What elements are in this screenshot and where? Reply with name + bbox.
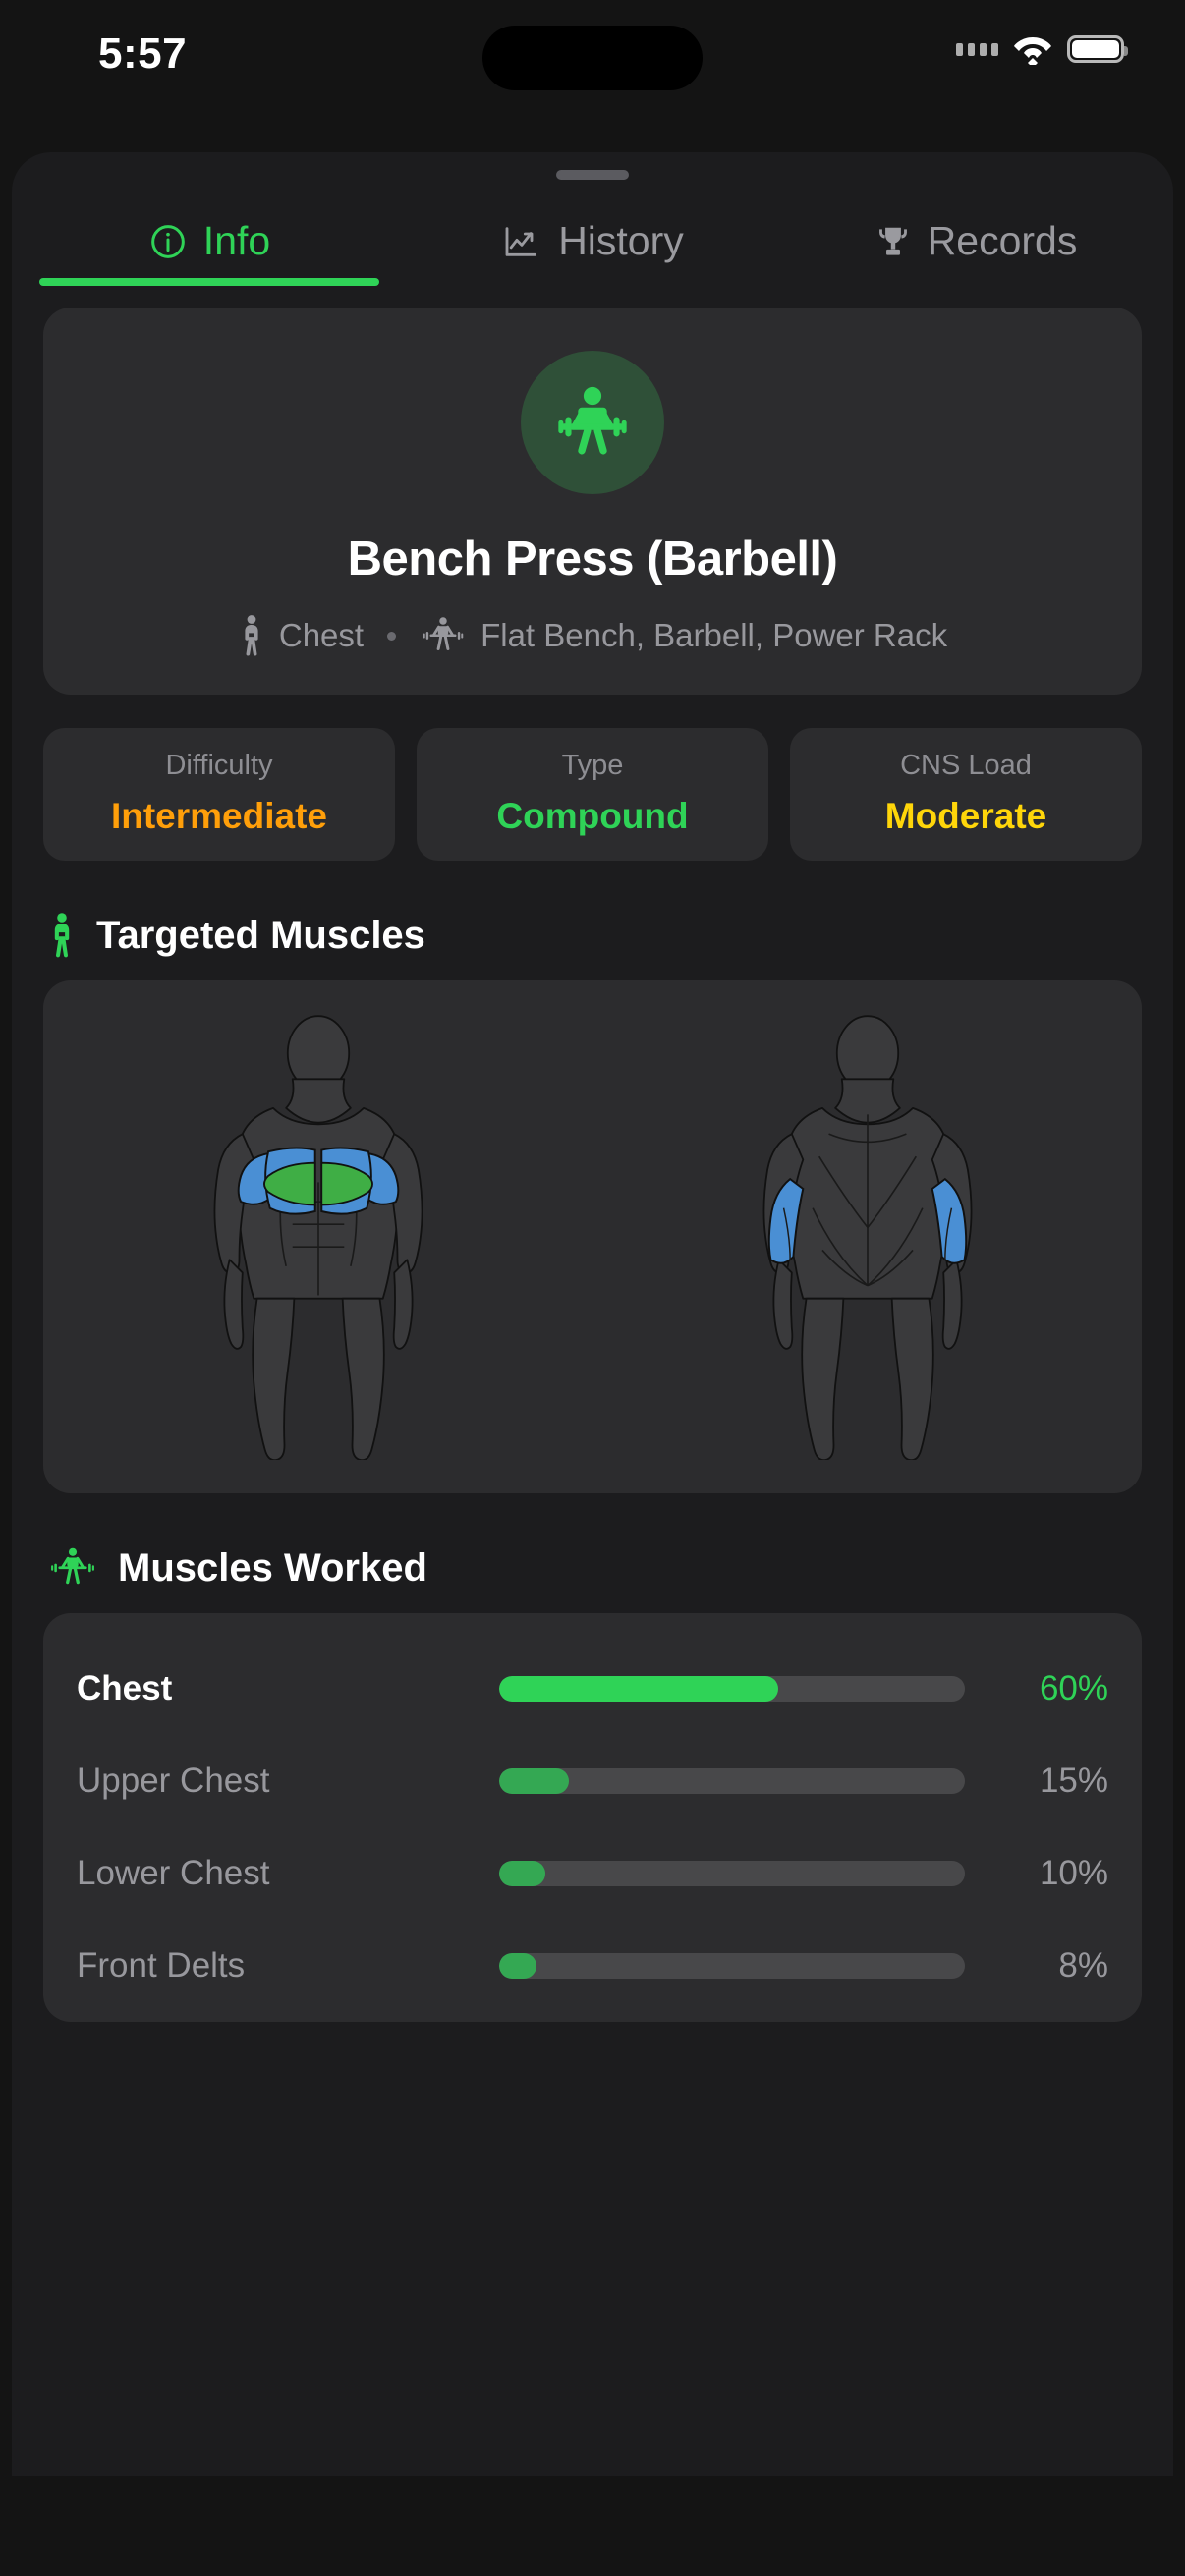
figure-stand-icon [47,912,77,959]
body-back-anatomy [705,1008,1030,1460]
muscle-percent: 8% [1058,1946,1108,1985]
muscle-progress-fill [499,1953,536,1979]
equipment-label: Flat Bench, Barbell, Power Rack [480,617,948,653]
body-heatmap-card [43,980,1142,1493]
figure-bench-press-icon [47,1544,98,1592]
tab-records-label: Records [927,218,1078,263]
muscle-progress-track [499,1768,965,1794]
status-bar: 5:57 [0,0,1185,128]
table-row: Chest 60% [77,1643,1108,1735]
battery-full-icon [1067,35,1128,63]
stat-card-difficulty: Difficulty Intermediate [43,728,395,861]
muscle-progress-track [499,1676,965,1702]
tab-records[interactable]: Records [784,218,1167,286]
stat-label-type: Type [561,750,624,781]
figure-stand-icon [238,614,265,657]
muscle-progress-track [499,1861,965,1886]
status-bar-time: 5:57 [98,29,188,78]
muscle-percent: 60% [1039,1669,1108,1708]
stat-value-type: Compound [496,796,689,836]
stat-value-difficulty: Intermediate [110,796,327,836]
status-bar-indicators [956,33,1128,65]
signal-dots-icon [956,42,998,56]
muscle-name: Front Delts [77,1946,246,1985]
muscle-percent: 10% [1039,1854,1108,1892]
tab-info-label: Info [202,218,271,263]
exercise-title: Bench Press (Barbell) [347,532,838,586]
exercise-hero-card: Bench Press (Barbell) Chest [43,308,1142,695]
targeted-muscles-title: Targeted Muscles [96,913,425,957]
muscle-name: Lower Chest [77,1854,270,1892]
tab-history-label: History [558,218,684,263]
muscle-progress-fill [499,1768,570,1794]
exercise-meta: Chest [67,614,1118,657]
meta-separator-dot [387,631,397,641]
info-circle-icon [148,222,188,261]
home-indicator-area [0,2476,1185,2576]
body-front-anatomy [156,1008,480,1460]
figure-bench-press-icon [420,614,467,657]
stat-value-cns-load: Moderate [884,796,1047,836]
exercise-icon-badge [521,351,664,494]
muscles-worked-heading: Muscles Worked [43,1544,1142,1592]
muscle-progress-fill [499,1676,779,1702]
muscles-worked-card: Chest 60% Upper Chest 15% Lower Chest [43,1613,1142,2022]
muscle-progress-track [499,1953,965,1979]
targeted-muscles-heading: Targeted Muscles [43,912,1142,959]
dynamic-island [482,26,703,90]
muscle-progress-fill [499,1861,546,1886]
exercise-detail-sheet: Info History [12,152,1173,2476]
figure-strength-training-icon [546,374,639,472]
info-tab-content: Bench Press (Barbell) Chest [12,308,1173,2022]
sheet-grabber[interactable] [556,170,629,180]
muscle-name: Chest [77,1669,173,1708]
wifi-icon [1012,33,1053,65]
muscle-name: Upper Chest [77,1762,270,1800]
trophy-icon [875,222,912,261]
tab-info[interactable]: Info [18,218,401,286]
muscles-worked-title: Muscles Worked [118,1545,427,1590]
table-row: Front Delts 8% [77,1920,1108,2012]
stat-label-cns-load: CNS Load [900,750,1032,781]
tab-bar: Info History [12,180,1173,286]
table-row: Upper Chest 15% [77,1735,1108,1827]
tab-history[interactable]: History [401,218,784,286]
exercise-attribute-cards: Difficulty Intermediate Type Compound CN… [43,728,1142,861]
stat-card-type: Type Compound [417,728,768,861]
chart-line-up-icon [501,222,542,261]
table-row: Lower Chest 10% [77,1827,1108,1920]
stat-card-cns-load: CNS Load Moderate [790,728,1142,861]
muscle-group-label: Chest [278,617,365,653]
stat-label-difficulty: Difficulty [165,750,273,781]
muscle-percent: 15% [1039,1762,1108,1800]
